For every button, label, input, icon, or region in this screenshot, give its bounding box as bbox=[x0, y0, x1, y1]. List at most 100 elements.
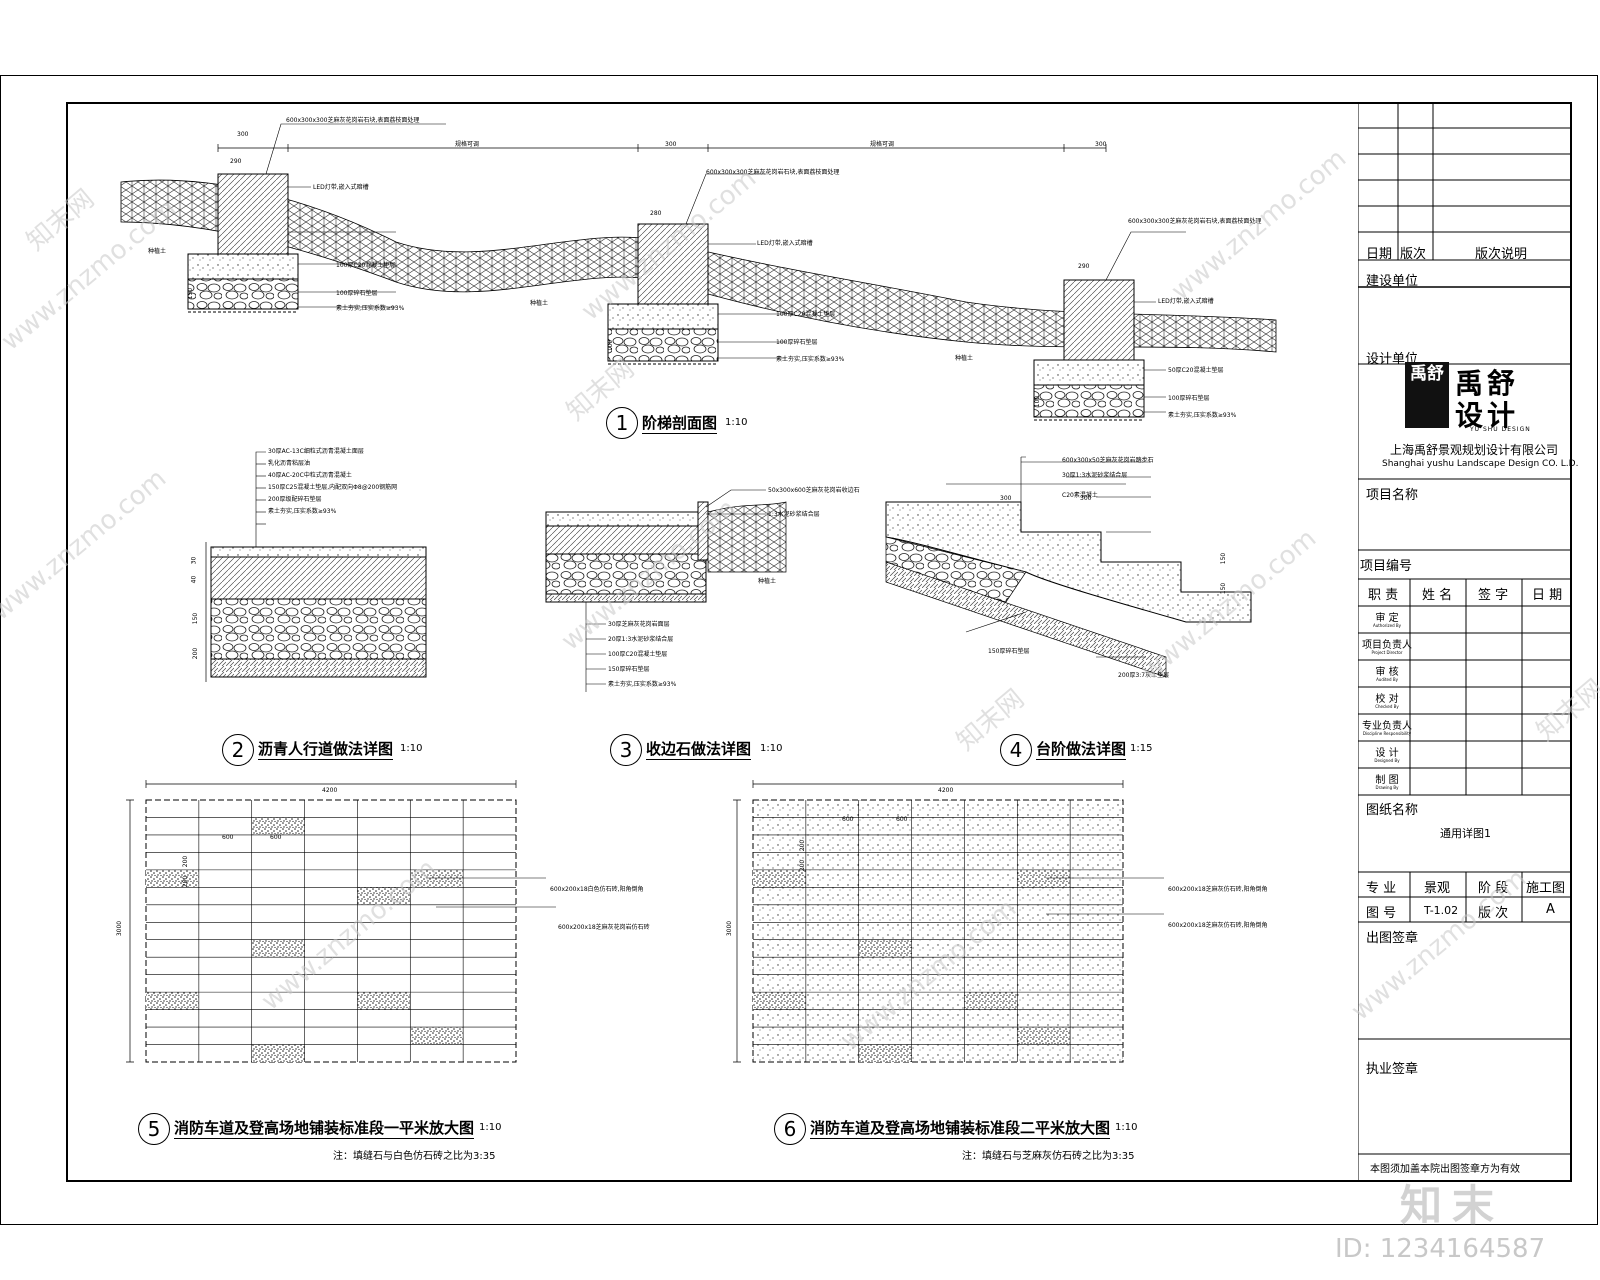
d1-dim-4: 规格可调 bbox=[870, 141, 895, 148]
d3-callout-1: 50x300x600芝麻灰花岗岩收边石 bbox=[768, 487, 860, 494]
detail-6-note: 注：填缝石与芝麻灰仿石砖之比为3:35 bbox=[962, 1151, 1135, 1162]
detail-4-number: 4 bbox=[1000, 734, 1032, 766]
logo-en: YU SHU DESIGN bbox=[1470, 426, 1531, 433]
d2-dim-4: 200 bbox=[192, 647, 200, 660]
dimension-lines bbox=[126, 780, 517, 1063]
d1-grade-b: 种植土 bbox=[530, 300, 549, 307]
d4-callout-1: 600x300x50芝麻灰花岗岩踏步石 bbox=[1062, 457, 1154, 464]
d6-callout-2: 600x200x18芝麻灰仿石砖,阳角倒角 bbox=[1168, 922, 1268, 929]
d1-c-callout-5: 素土夯实,压实系数≥93% bbox=[1168, 412, 1237, 419]
d5-callout-2: 600x200x18芝麻灰花岗岩仿石砖 bbox=[558, 924, 650, 931]
d6-module-w-1: 600 bbox=[842, 816, 854, 823]
accent-tile bbox=[251, 939, 305, 958]
detail-4-section bbox=[885, 456, 1252, 678]
issue-stamp-label: 出图签章 bbox=[1366, 931, 1419, 946]
step-block-c bbox=[1033, 279, 1145, 421]
detail-1-scale: 1:10 bbox=[725, 417, 748, 428]
d5-module-h-2: 200 bbox=[182, 875, 190, 888]
d1-dim-5: 300 bbox=[1095, 141, 1107, 148]
d6-module-h-1: 200 bbox=[799, 839, 807, 852]
accent-tile bbox=[251, 817, 305, 835]
d1-c-callout-2: LED灯带,嵌入式暗槽 bbox=[1158, 298, 1214, 305]
revision-label: 版 次 bbox=[1478, 906, 1509, 921]
discipline-value: 景观 bbox=[1424, 881, 1451, 896]
watermark-logo: 知末 bbox=[1400, 1181, 1505, 1230]
detail-3-scale: 1:10 bbox=[760, 743, 783, 754]
drawing-no-label: 图 号 bbox=[1366, 906, 1397, 921]
detail-2-number: 2 bbox=[222, 734, 254, 766]
license-stamp-label: 执业签章 bbox=[1366, 1062, 1419, 1077]
company-name-en: Shanghai yushu Landscape Design CO. L.D. bbox=[1382, 459, 1579, 469]
accent-tile bbox=[146, 869, 199, 888]
d6-overall-h: 3000 bbox=[726, 920, 734, 937]
role-6-label: 制 图 bbox=[1375, 775, 1399, 786]
footer-note: 本图须加盖本院出图签章方为有效 bbox=[1370, 1164, 1520, 1175]
role-6-en: Drawing By bbox=[1375, 785, 1399, 790]
role-3-en: Checked By bbox=[1375, 704, 1399, 709]
company-logo-mark: 禹舒 bbox=[1405, 362, 1449, 428]
detail-3-title: 收边石做法详图 bbox=[646, 740, 752, 760]
d1-side-dim-c: 100 bbox=[1034, 395, 1042, 408]
d1-b-callout-3: 100厚C20混凝土垫层 bbox=[776, 311, 836, 318]
step-block-a bbox=[187, 173, 299, 313]
role-4-en: Discipline Responsibility bbox=[1362, 731, 1412, 736]
role-2-label: 审 核 bbox=[1375, 667, 1399, 678]
d1-a-callout-3: 100厚C20混凝土垫层 bbox=[336, 262, 396, 269]
d1-a-callout-4: 100厚碎石垫层 bbox=[336, 290, 378, 297]
role-5-label: 设 计 bbox=[1375, 748, 1399, 759]
d2-dim-3: 150 bbox=[192, 612, 200, 625]
project-name-label: 项目名称 bbox=[1366, 488, 1419, 503]
role-3-label: 校 对 bbox=[1375, 694, 1399, 705]
sign-sign-header: 签 字 bbox=[1478, 588, 1509, 603]
company-name-cn: 上海禹舒景观规划设计有限公司 bbox=[1390, 443, 1559, 457]
stage-value: 施工图 bbox=[1526, 881, 1566, 896]
d3-layer-4: 150厚碎石垫层 bbox=[608, 666, 650, 673]
callout-leaders bbox=[1046, 877, 1164, 915]
d2-layer-3: 40厚AC-20C中粒式沥青混凝土 bbox=[268, 472, 352, 479]
d6-callout-1: 600x200x18芝麻灰仿石砖,阳角倒角 bbox=[1168, 886, 1268, 893]
d1-c-callout-4: 100厚碎石垫层 bbox=[1168, 395, 1210, 402]
role-2-en: Audited By bbox=[1376, 677, 1398, 682]
d2-dim-2: 40 bbox=[190, 575, 198, 584]
d5-module-w-1: 600 bbox=[222, 834, 234, 841]
logo-cn-1: 禹舒 bbox=[1455, 367, 1520, 400]
d1-step-dim-c: 290 bbox=[1078, 263, 1090, 270]
d4-dim-3: 150 bbox=[1220, 552, 1228, 565]
project-no-label: 项目编号 bbox=[1360, 559, 1413, 574]
d1-side-dim-a: 150 bbox=[187, 287, 195, 300]
d1-grade-a: 种植土 bbox=[148, 248, 167, 255]
accent-tile bbox=[357, 887, 411, 905]
d5-overall-h: 3000 bbox=[116, 920, 124, 937]
rev-desc-header: 版次说明 bbox=[1475, 247, 1528, 262]
d1-b-callout-2: LED灯带,嵌入式暗槽 bbox=[757, 240, 813, 247]
accent-tile bbox=[410, 1027, 464, 1045]
role-1-label: 项目负责人 bbox=[1362, 640, 1412, 651]
d1-a-callout-2: LED灯带,嵌入式暗槽 bbox=[313, 184, 369, 191]
detail-3-number: 3 bbox=[610, 734, 642, 766]
detail-5-title: 消防车道及登高场地铺装标准段一平米放大图 bbox=[174, 1119, 475, 1139]
client-label: 建设单位 bbox=[1366, 274, 1419, 289]
accent-tile bbox=[251, 1044, 305, 1062]
accent-tile bbox=[858, 1044, 912, 1062]
d1-b-callout-4: 100厚碎石垫层 bbox=[776, 339, 818, 346]
d2-layer-1: 30厚AC-13C细粒式沥青混凝土面层 bbox=[268, 448, 364, 455]
rev-no-header: 版次 bbox=[1400, 247, 1427, 262]
d1-c-callout-1: 600x300x300芝麻灰花岗岩石块,表面荔枝面处理 bbox=[1128, 218, 1262, 225]
detail-5-number: 5 bbox=[138, 1113, 170, 1145]
detail-6-number: 6 bbox=[774, 1113, 806, 1145]
detail-6-scale: 1:10 bbox=[1115, 1122, 1138, 1133]
detail-6-title: 消防车道及登高场地铺装标准段二平米放大图 bbox=[810, 1119, 1111, 1139]
d5-overall-w: 4200 bbox=[322, 787, 338, 794]
d4-callout-2: 30厚1:3水泥砂浆结合层 bbox=[1062, 472, 1128, 479]
sign-date-header: 日 期 bbox=[1532, 588, 1563, 603]
d1-grade-c: 种植土 bbox=[955, 355, 974, 362]
detail-5-plan bbox=[126, 780, 556, 1063]
d3-layer-1: 30厚芝麻灰花岗岩面层 bbox=[608, 621, 670, 628]
accent-tile bbox=[357, 992, 411, 1010]
paving-field bbox=[752, 799, 1124, 1063]
drawing-name-label: 图纸名称 bbox=[1366, 803, 1419, 818]
d1-b-callout-5: 素土夯实,压实系数≥93% bbox=[776, 356, 845, 363]
d6-module-w-2: 600 bbox=[896, 816, 908, 823]
detail-5-note: 注：填缝石与白色仿石砖之比为3:35 bbox=[333, 1151, 496, 1162]
detail-5-scale: 1:10 bbox=[479, 1122, 502, 1133]
